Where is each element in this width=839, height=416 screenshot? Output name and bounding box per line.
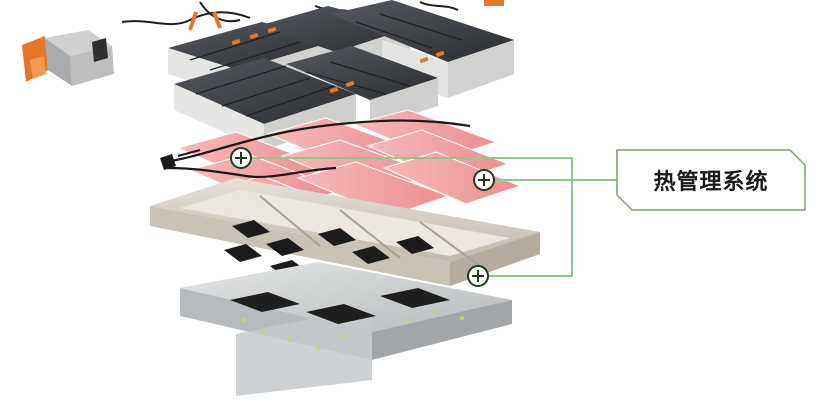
plus-circle-icon — [467, 265, 489, 287]
junction-box-component — [22, 30, 114, 86]
callout-box: 热管理系统 — [617, 150, 805, 210]
callout-box-outline — [616, 149, 806, 211]
battery-tray — [150, 178, 540, 286]
callout-lines — [250, 157, 617, 277]
thermal-management-label: 热管理系统 — [653, 170, 769, 195]
base-plate — [180, 262, 512, 396]
plus-circle-icon — [230, 147, 252, 169]
connector-icon — [484, 0, 504, 6]
pipe-inlet-icon — [160, 154, 176, 170]
battery-module-group — [168, 0, 514, 150]
plus-circle-icon — [473, 169, 495, 191]
